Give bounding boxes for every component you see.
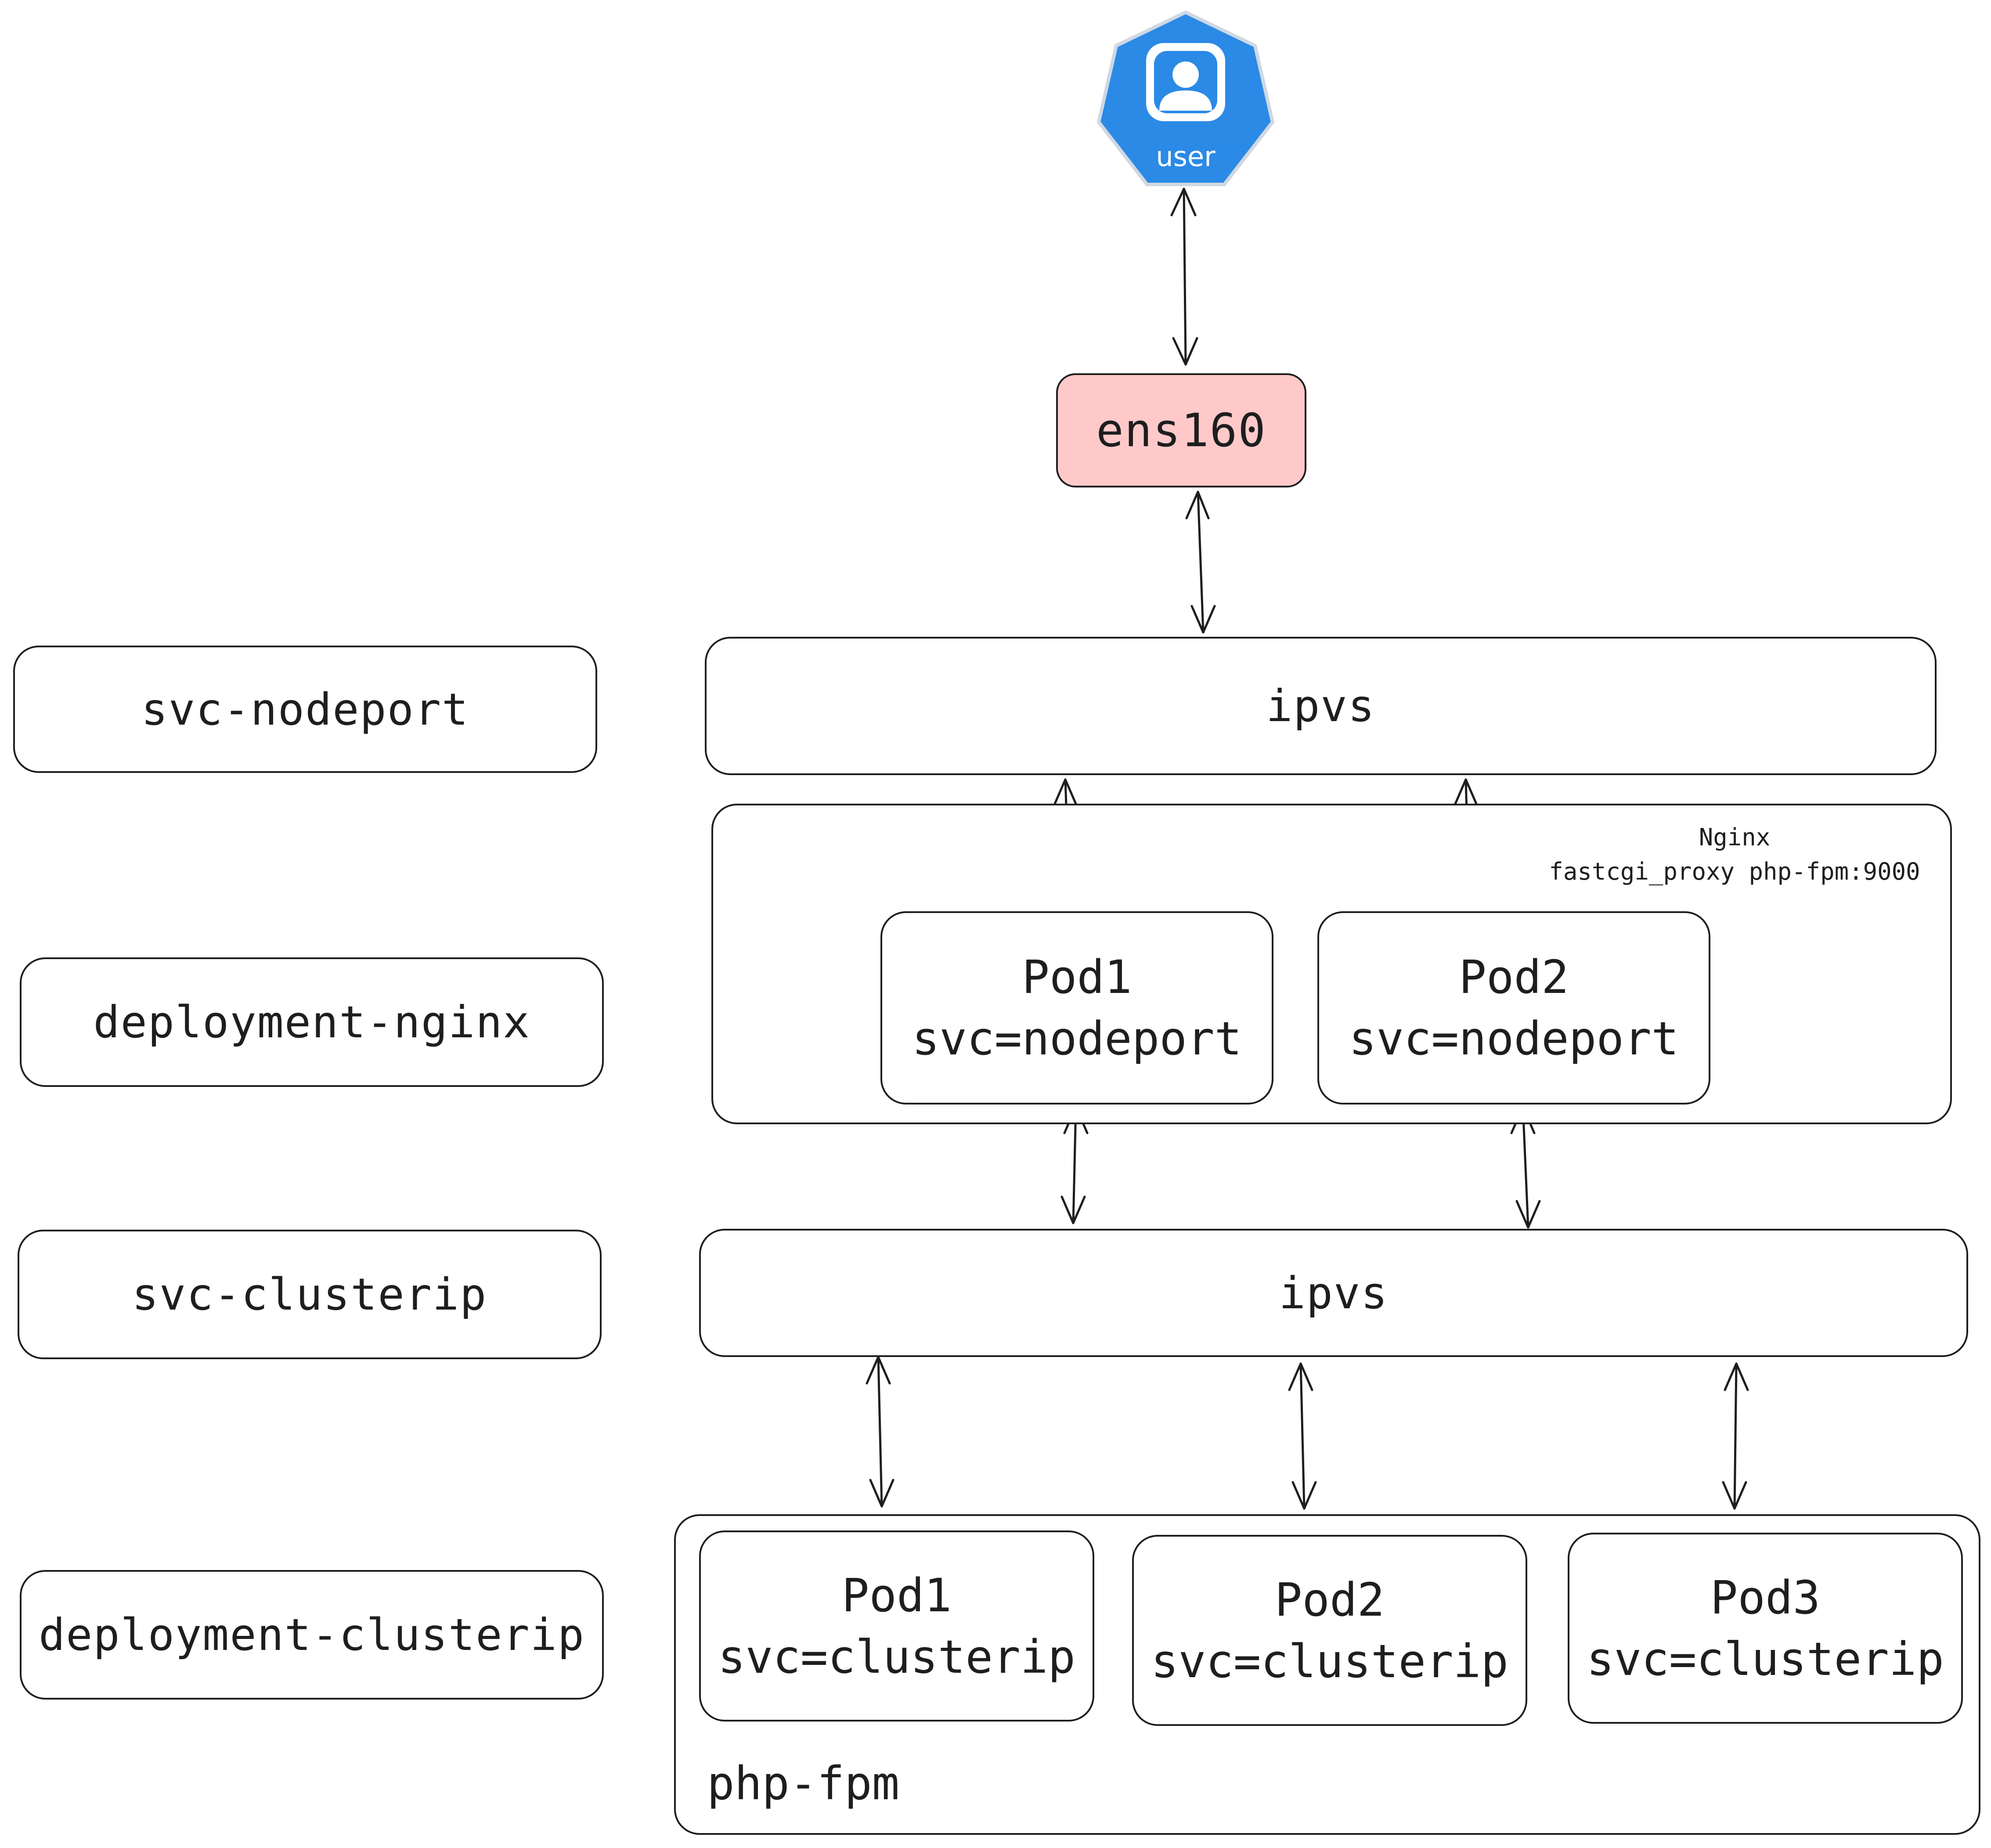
arrow-ipvs-php-pod3 xyxy=(1722,1362,1749,1510)
user-node: user xyxy=(1093,9,1278,193)
arrow-user-ens160 xyxy=(1170,188,1198,366)
deployment-clusterip-label-box: deployment-clusterip xyxy=(20,1570,604,1700)
php-pod-3-svc: svc=clusterip xyxy=(1587,1632,1944,1686)
deployment-nginx-text: deployment-nginx xyxy=(93,996,530,1048)
nginx-note: Nginx fastcgi_proxy php-fpm:9000 xyxy=(1541,820,1928,889)
php-pod-2-svc: svc=clusterip xyxy=(1151,1634,1508,1688)
nginx-pod-1-svc: svc=nodeport xyxy=(912,1012,1242,1065)
php-pod-2-name: Pod2 xyxy=(1274,1573,1385,1627)
svc-clusterip-label-box: svc-clusterip xyxy=(18,1230,602,1359)
svc-nodeport-label-box: svc-nodeport xyxy=(13,646,597,773)
svc-clusterip-text: svc-clusterip xyxy=(132,1269,487,1320)
deployment-nginx-label-box: deployment-nginx xyxy=(20,957,604,1087)
php-pod-1-svc: svc=clusterip xyxy=(718,1630,1075,1684)
ens160-node: ens160 xyxy=(1056,373,1306,487)
nginx-note-detail: fastcgi_proxy php-fpm:9000 xyxy=(1549,858,1920,885)
deployment-clusterip-text: deployment-clusterip xyxy=(38,1609,585,1660)
nginx-pod-1: Pod1 svc=nodeport xyxy=(880,911,1273,1104)
user-label: user xyxy=(1156,141,1216,173)
php-pod-3-name: Pod3 xyxy=(1710,1570,1821,1624)
user-icon xyxy=(1096,10,1275,186)
ens160-label: ens160 xyxy=(1096,404,1266,457)
ipvs-clusterip-label: ipvs xyxy=(1279,1267,1389,1319)
nginx-pod-2: Pod2 svc=nodeport xyxy=(1317,911,1710,1104)
ipvs-nodeport: ipvs xyxy=(705,637,1937,775)
svc-nodeport-text: svc-nodeport xyxy=(141,683,469,735)
nginx-pod-1-name: Pod1 xyxy=(1022,950,1132,1004)
nginx-pod-2-svc: svc=nodeport xyxy=(1349,1012,1679,1065)
php-pod-1: Pod1 svc=clusterip xyxy=(699,1530,1094,1722)
arrow-ipvs-php-pod1 xyxy=(866,1356,895,1508)
php-pod-1-name: Pod1 xyxy=(841,1568,952,1622)
arrow-ens160-ipvs xyxy=(1185,491,1216,634)
arrow-ipvs-php-pod2 xyxy=(1288,1362,1317,1510)
nginx-pod-2-name: Pod2 xyxy=(1459,950,1569,1004)
ipvs-clusterip: ipvs xyxy=(699,1229,1968,1357)
nginx-note-title: Nginx xyxy=(1699,823,1771,851)
php-pod-3: Pod3 svc=clusterip xyxy=(1568,1533,1963,1724)
arrow-nginx-pod2-ipvs xyxy=(1510,1105,1541,1229)
ipvs-nodeport-label: ipvs xyxy=(1266,680,1375,732)
php-pod-2: Pod2 svc=clusterip xyxy=(1132,1535,1527,1726)
phpfpm-group-label: php-fpm xyxy=(707,1757,900,1810)
